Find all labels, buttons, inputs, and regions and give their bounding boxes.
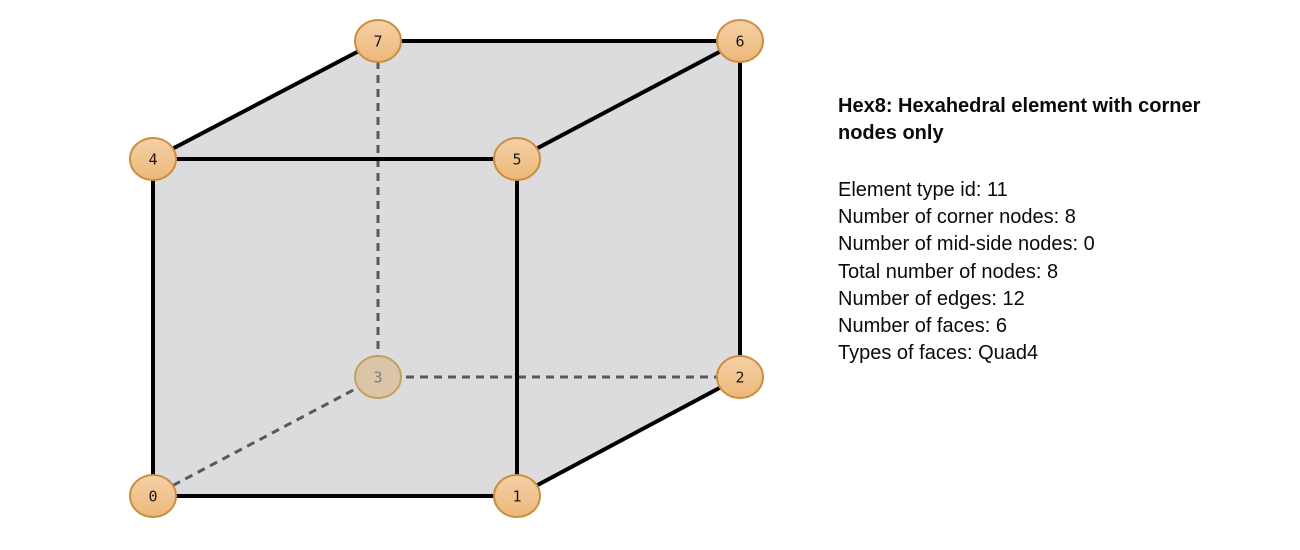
cube-face-fill xyxy=(153,41,740,496)
element-title: Hex8: Hexahedral element with corner nod… xyxy=(838,95,1201,144)
element-diagram: 0 1 2 3 4 5 6 7 xyxy=(129,19,764,518)
info-line-element-type-id: Element type id: 11 xyxy=(838,179,1008,201)
info-line-face-types: Types of faces: Quad4 xyxy=(838,342,1039,365)
element-properties: Element type id: 11 Number of corner nod… xyxy=(838,177,1238,367)
info-line-midside-nodes: Number of mid-side nodes: 0 xyxy=(838,233,1095,256)
node-label-6: 6 xyxy=(735,33,744,51)
info-line-edges: Number of edges: 12 xyxy=(838,287,1025,310)
corner-node-1 xyxy=(493,474,541,518)
node-label-5: 5 xyxy=(512,151,521,169)
corner-node-2 xyxy=(716,355,764,399)
hidden-edge-3-0 xyxy=(152,375,379,498)
node-label-3: 3 xyxy=(373,369,382,387)
node-label-1: 1 xyxy=(512,488,521,506)
solid-edge-7-4 xyxy=(152,39,379,161)
corner-node-6 xyxy=(716,19,764,63)
node-label-7: 7 xyxy=(373,33,382,51)
info-line-total-nodes: Total number of nodes: 8 xyxy=(838,260,1059,283)
node-label-0: 0 xyxy=(148,488,157,506)
hex8-diagram: 0 1 2 3 4 5 6 7 xyxy=(129,19,764,518)
info-panel: Hex8: Hexahedral element with corner nod… xyxy=(838,0,1238,550)
node-label-4: 4 xyxy=(148,151,157,169)
solid-edge-5-6 xyxy=(516,39,741,161)
info-line-faces: Number of faces: 6 xyxy=(838,315,1007,338)
corner-node-3 xyxy=(354,355,402,399)
node-label-2: 2 xyxy=(735,369,744,387)
corner-node-0 xyxy=(129,474,177,518)
corner-node-4 xyxy=(129,137,177,181)
solid-edge-1-2 xyxy=(516,375,741,498)
corner-node-7 xyxy=(354,19,402,63)
info-line-corner-nodes: Number of corner nodes: 8 xyxy=(838,206,1076,229)
corner-node-5 xyxy=(493,137,541,181)
